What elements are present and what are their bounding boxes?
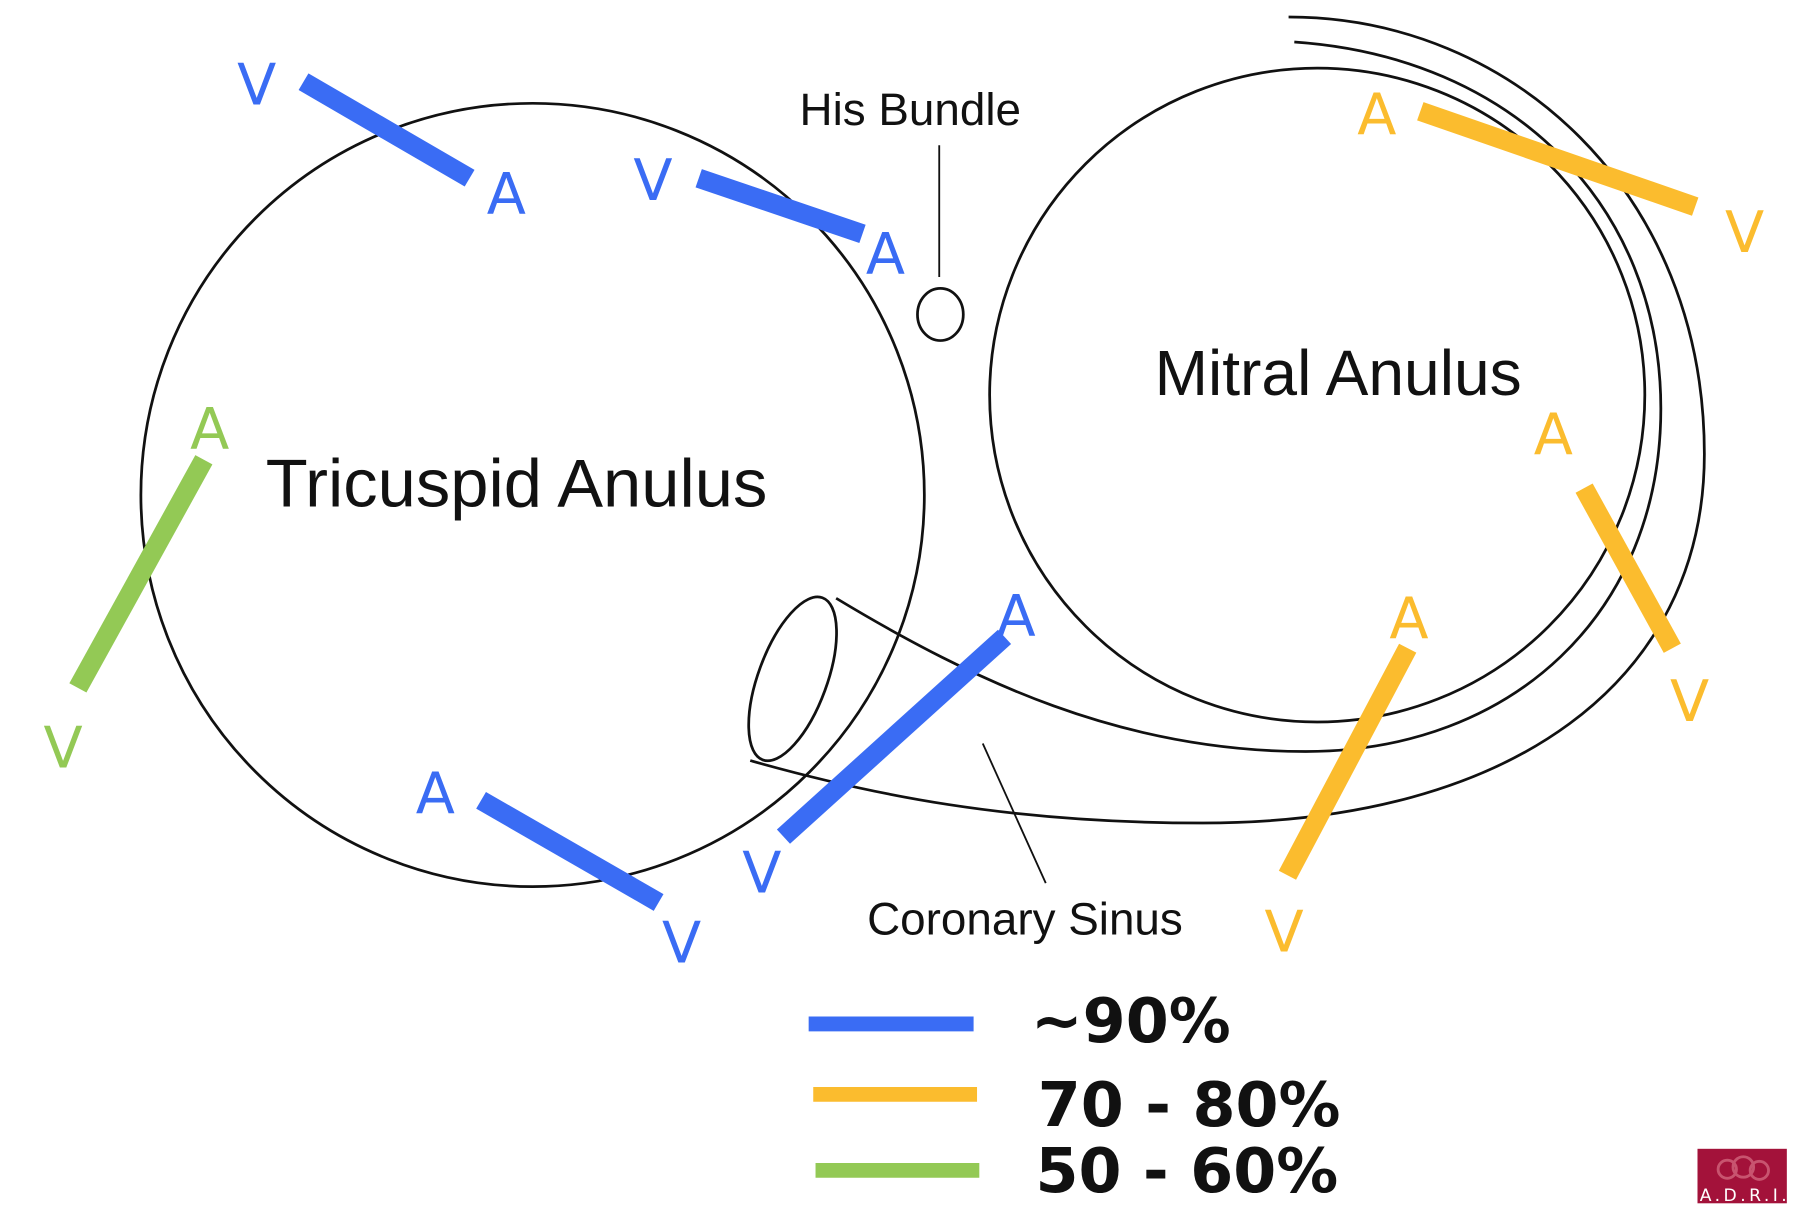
adris-logo: A.D.R.I.S [1697,1148,1796,1206]
pathway-end-a: A [190,397,229,463]
pathway-bar-blue-3 [476,791,664,911]
pathway-end-a: A [487,162,526,228]
tricuspid-anulus-circle [139,101,926,888]
pathway-end-v: V [237,53,276,119]
pathway-end-v: V [662,911,701,977]
tricuspid-anulus-label: Tricuspid Anulus [266,446,768,522]
svg-text:A.D.R.I.S: A.D.R.I.S [1700,1186,1796,1206]
pathway-end-v: V [1725,200,1764,266]
pathway-bar-blue-4 [776,629,1012,844]
pathway-end-v: V [633,148,672,214]
coronary-sinus-pointer [981,743,1047,884]
pathway-end-v: V [44,716,83,782]
pathway-bar-orange-2 [1575,483,1681,653]
pathway-bar-blue-1 [298,73,475,187]
legend-label-orange: 70 - 80% [1038,1069,1341,1141]
pathway-bar-orange-3 [1278,643,1417,880]
coronary-sinus-ostium [747,595,838,763]
legend: ~90% 70 - 80% 50 - 60% [808,985,1341,1207]
pathway-bar-blue-2 [695,169,866,243]
legend-label-blue: ~90% [1031,985,1231,1057]
legend-label-green: 50 - 60% [1035,1135,1338,1207]
mitral-anulus-circle [988,66,1647,724]
coronary-sinus-label: Coronary Sinus [867,893,1183,944]
pathway-end-v: V [1670,669,1709,735]
his-bundle-label: His Bundle [799,84,1021,135]
mitral-anulus-label: Mitral Anulus [1155,337,1522,409]
pathway-end-v: V [742,840,781,906]
pathway-end-a: A [1357,82,1396,148]
pathway-end-a: A [1534,402,1573,468]
pathway-end-a: A [866,222,905,288]
pathway-end-a: A [1389,586,1428,652]
his-bundle-marker [916,286,965,342]
pathway-end-a: A [997,584,1036,650]
pathway-bar-orange-1 [1417,102,1699,216]
pathway-end-v: V [1265,900,1304,966]
coronary-sinus-inner-wall [835,40,1663,753]
pathway-end-a: A [416,761,455,827]
pathway-bar-green-1 [69,455,213,693]
coronary-sinus-outer-wall [749,15,1706,825]
